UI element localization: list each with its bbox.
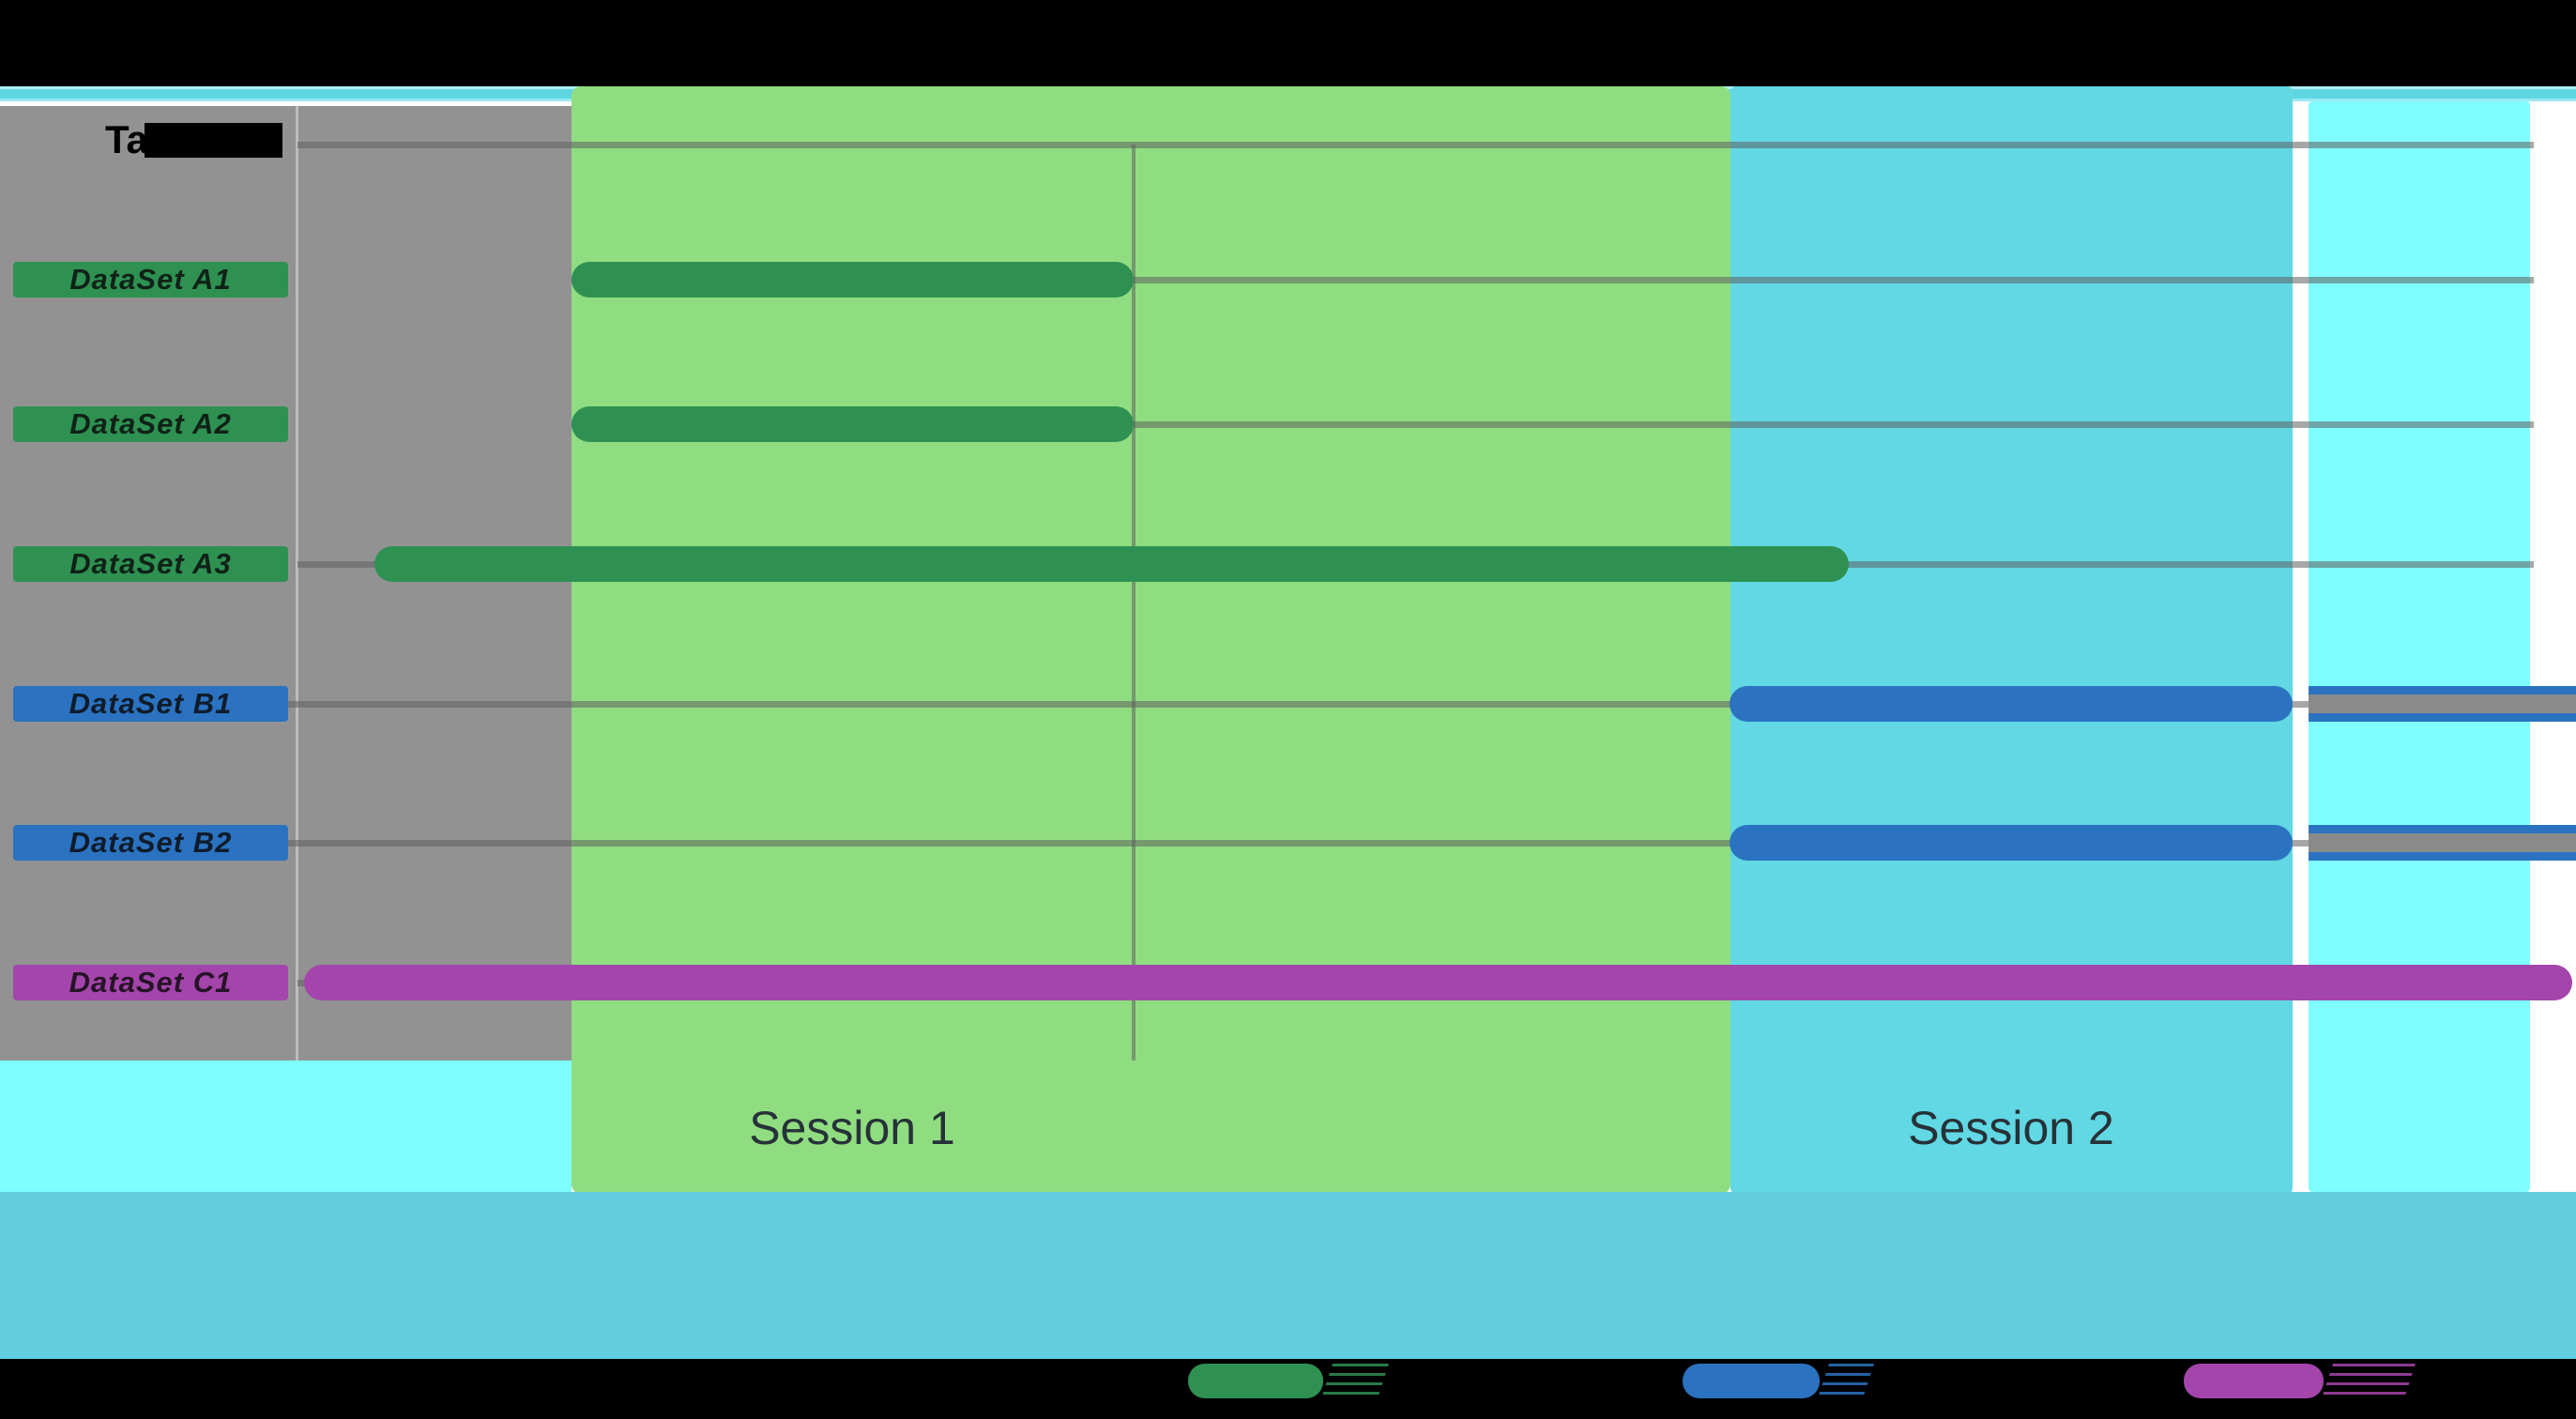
legend-label-redacted-streaks <box>1320 1364 1390 1398</box>
task-header-redaction-box <box>145 123 282 158</box>
legend-label-redacted-streaks <box>2321 1364 2416 1398</box>
row-label-text: DataSet C1 <box>69 966 233 999</box>
row-label-badge: DataSet C1 <box>13 965 288 1000</box>
vertical-gridline <box>1132 145 1136 1060</box>
legend-marker <box>2184 1364 2324 1398</box>
task-bar-overflow <box>2309 686 2576 722</box>
task-bar <box>572 262 1134 298</box>
task-column-divider <box>296 106 298 1060</box>
gridline-over-bar <box>2309 694 2576 713</box>
row-label-badge: DataSet A2 <box>13 406 288 442</box>
row-label-text: DataSet A2 <box>69 407 232 440</box>
row-label-text: DataSet A1 <box>69 263 232 296</box>
row-label-text: DataSet A3 <box>69 547 232 580</box>
task-bar <box>304 965 2572 1000</box>
right-bright-cyan-panel <box>2309 101 2530 1192</box>
session1-label: Session 1 <box>749 1102 955 1154</box>
row-gridline <box>572 421 2534 428</box>
header-gridline <box>297 142 2534 148</box>
row-label-text: DataSet B2 <box>69 826 233 859</box>
row-label-badge: DataSet A3 <box>13 546 288 582</box>
task-bar <box>374 546 1849 582</box>
row-gridline <box>288 701 2534 708</box>
bottom-teal-band <box>0 1192 2576 1359</box>
row-label-badge: DataSet A1 <box>13 262 288 298</box>
session1-panel <box>572 86 1730 1194</box>
left-bright-cyan-block <box>0 1060 572 1192</box>
row-label-text: DataSet B1 <box>69 687 233 720</box>
gridline-over-bar <box>2309 833 2576 852</box>
task-column-background <box>0 106 572 1060</box>
row-gridline <box>288 840 2534 847</box>
session2-label: Session 2 <box>1908 1102 2114 1154</box>
task-bar <box>1730 686 2293 722</box>
row-gridline <box>572 277 2534 283</box>
row-label-badge: DataSet B2 <box>13 825 288 861</box>
task-bar <box>572 406 1134 442</box>
task-bar-overflow <box>2309 825 2576 861</box>
top-black-band <box>0 0 2576 86</box>
session2-panel <box>1730 86 2293 1194</box>
legend-marker <box>1188 1364 1323 1398</box>
row-label-badge: DataSet B1 <box>13 686 288 722</box>
task-bar <box>1730 825 2293 861</box>
legend-marker <box>1683 1364 1820 1398</box>
